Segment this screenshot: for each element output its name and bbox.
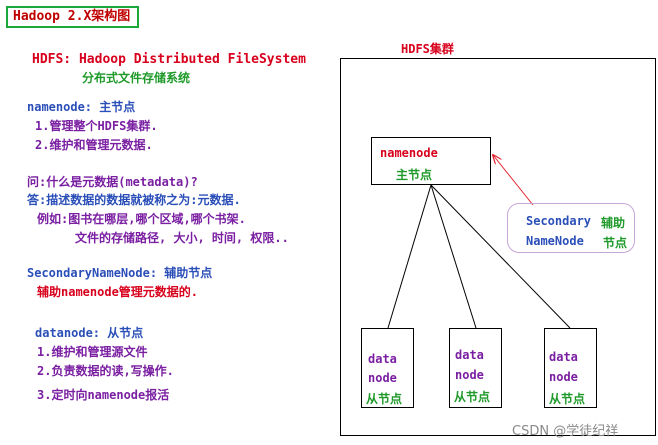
hdfs-title: HDFS: Hadoop Distributed FileSystem [32,52,306,67]
datanode-2-line2: node [455,368,484,382]
datanode-box-1 [361,328,414,408]
namenode-heading: namenode: 主节点 [27,100,136,114]
datanode-2-role: 从节点 [454,390,491,404]
metadata-answer: 答:描述数据的数据就被称之为:元数据. [27,193,241,207]
metadata-example-1: 例如:图书在哪层,哪个区域,哪个书架. [37,212,246,226]
hdfs-subtitle: 分布式文件存储系统 [82,71,191,85]
line-to-datanode-3 [430,184,571,329]
cluster-label: HDFS集群 [401,42,454,56]
hdfs-cluster-box [340,58,656,436]
datanode-box-3 [544,328,597,408]
secondary-heading: SecondaryNameNode: 辅助节点 [27,266,213,280]
datanode-1-line2: node [368,371,397,385]
datanode-item-2: 2.负责数据的读,写操作. [37,364,174,378]
metadata-question: 问:什么是元数据(metadata)? [27,175,198,189]
line-to-datanode-2 [430,184,477,329]
datanode-2-line1: data [455,348,484,362]
datanode-heading: datanode: 从节点 [35,326,144,340]
namenode-role: 主节点 [396,168,433,182]
secondary-role-2: 节点 [603,236,628,250]
line-to-datanode-1 [387,184,432,329]
secondary-desc: 辅助namenode管理元数据的. [37,285,199,299]
namenode-item-1: 1.管理整个HDFS集群. [35,119,158,133]
datanode-3-line1: data [549,350,578,364]
secondary-role-1: 辅助 [601,216,626,230]
metadata-example-2: 文件的存储路径, 大小, 时间, 权限.. [75,231,289,245]
namenode-box [371,137,491,185]
secondary-label-1: Secondary [526,214,592,228]
datanode-1-line1: data [368,352,397,366]
datanode-1-role: 从节点 [366,392,403,406]
secondary-namenode-box [507,203,635,253]
datanode-3-line2: node [549,370,578,384]
datanode-box-2 [449,328,502,408]
datanode-3-role: 从节点 [549,392,586,406]
secondary-arrow [493,155,534,206]
page-title: Hadoop 2.X架构图 [6,6,139,28]
namenode-label: namenode [380,146,438,160]
datanode-item-3: 3.定时向namenode报活 [37,388,170,402]
namenode-item-2: 2.维护和管理元数据. [35,138,153,152]
csdn-watermark: CSDN @学徒纪祥 [512,424,619,439]
datanode-item-1: 1.维护和管理源文件 [37,345,148,359]
secondary-label-2: NameNode [526,234,584,248]
